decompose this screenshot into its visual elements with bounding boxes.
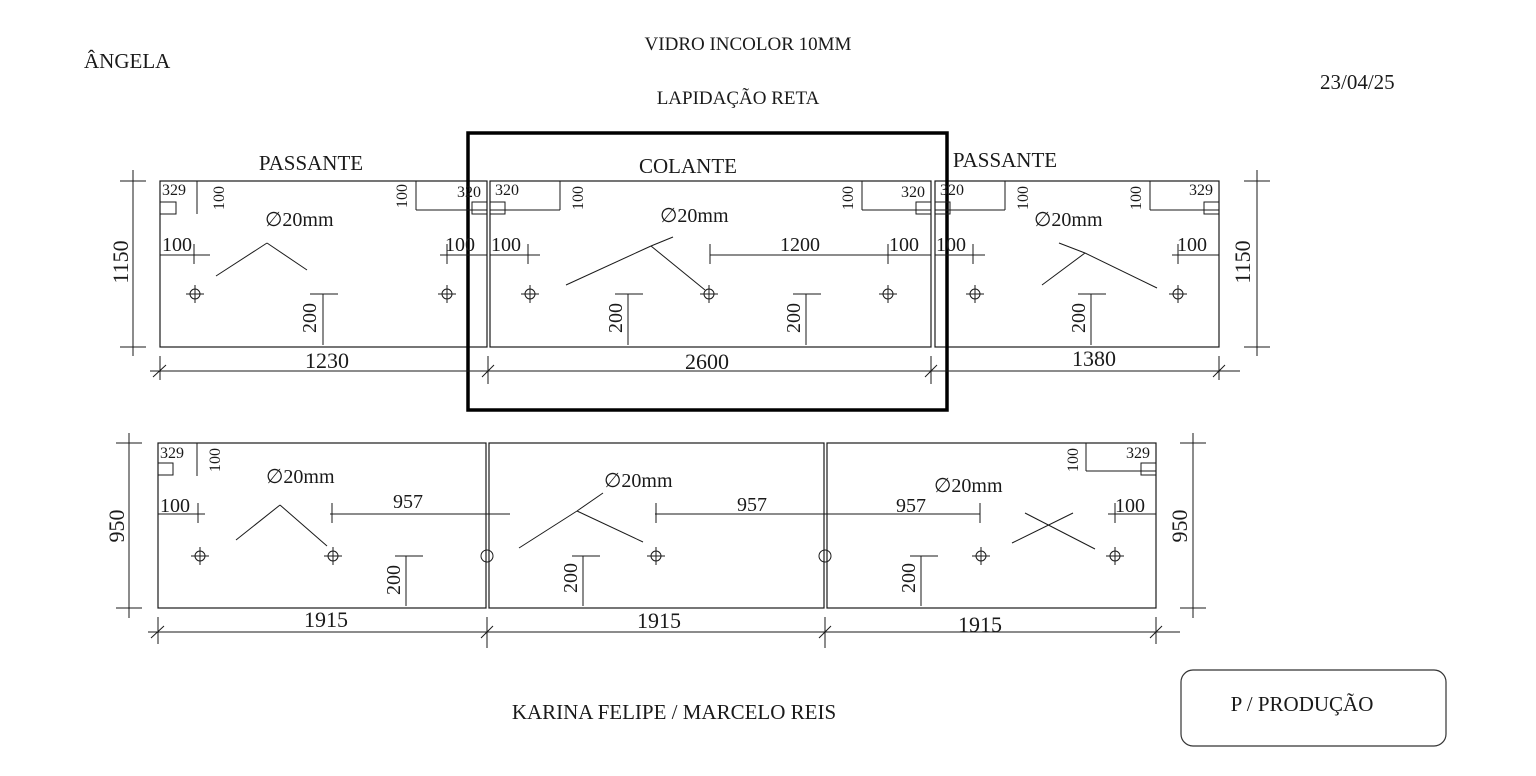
panel-details-passante-left bbox=[159, 181, 488, 345]
width-label-passante-right: 1380 bbox=[1072, 346, 1116, 371]
edge-label-b1: 100 bbox=[160, 495, 190, 517]
span-label-b1: 957 bbox=[393, 491, 423, 513]
edge-label-p2-right: 100 bbox=[889, 234, 919, 256]
panel-colante bbox=[489, 180, 932, 348]
edge-label-p3-left: 100 bbox=[936, 234, 966, 256]
hole-label-p3: ∅20mm bbox=[1034, 209, 1103, 231]
notch-label-p1-left: 100 bbox=[211, 186, 228, 210]
finish-spec: LAPIDAÇÃO RETA bbox=[657, 87, 820, 109]
hole-label-p1: ∅20mm bbox=[265, 209, 334, 231]
panel-details-colante bbox=[489, 181, 932, 345]
panel-details-passante-right bbox=[934, 181, 1220, 345]
panel-details-bottom-middle bbox=[486, 492, 824, 606]
notch-label-p1-right: 100 bbox=[394, 184, 411, 208]
client-name: ÂNGELA bbox=[84, 49, 171, 73]
span-label-b3: 957 bbox=[896, 495, 926, 517]
hinge-left bbox=[480, 549, 494, 563]
hole-marker-icon bbox=[185, 284, 205, 304]
hole-label-p2: ∅20mm bbox=[660, 205, 729, 227]
panel-bottom-left bbox=[157, 442, 487, 609]
hole-marker-icon bbox=[646, 546, 666, 566]
corner-label-b3: 329 bbox=[1126, 445, 1150, 462]
width-dimension-top bbox=[150, 356, 1240, 384]
width-label-bottom-left: 1915 bbox=[304, 607, 348, 632]
height-dimension-bottom-right bbox=[1180, 433, 1206, 618]
hole-marker-icon bbox=[323, 546, 343, 566]
hole-label-b2: ∅20mm bbox=[604, 470, 673, 492]
order-date: 23/04/25 bbox=[1320, 70, 1395, 94]
panel-passante-right bbox=[934, 180, 1220, 348]
height-label-bottom-left: 950 bbox=[104, 510, 129, 543]
span-label-p2: 1200 bbox=[780, 234, 820, 256]
span-label-b2: 957 bbox=[737, 494, 767, 516]
hole-marker-icon bbox=[1168, 284, 1188, 304]
hole-offset-p2-right: 200 bbox=[783, 303, 805, 333]
notch-label-b3: 100 bbox=[1065, 448, 1082, 472]
hole-marker-icon bbox=[965, 284, 985, 304]
corner-label-p1-right: 320 bbox=[457, 184, 481, 201]
panel-bottom-middle bbox=[488, 442, 825, 609]
hole-marker-icon bbox=[878, 284, 898, 304]
hole-offset-b3: 200 bbox=[898, 563, 920, 593]
hole-offset-b2: 200 bbox=[560, 563, 582, 593]
height-label-top-left: 1150 bbox=[108, 240, 133, 283]
hole-label-b3: ∅20mm bbox=[934, 475, 1003, 497]
highlight-frame-colante bbox=[466, 131, 949, 412]
hole-marker-icon bbox=[1105, 546, 1125, 566]
corner-label-b1: 329 bbox=[160, 445, 184, 462]
width-label-bottom-middle: 1915 bbox=[637, 608, 681, 633]
notch-label-p3-right: 100 bbox=[1128, 186, 1145, 210]
height-label-top-right: 1150 bbox=[1230, 240, 1255, 283]
panel-title-colante: COLANTE bbox=[639, 154, 737, 178]
height-label-bottom-right: 950 bbox=[1167, 510, 1192, 543]
panel-details-bottom-right bbox=[824, 443, 1157, 606]
height-dimension-bottom-left bbox=[116, 433, 142, 618]
corner-label-p3-left: 320 bbox=[940, 182, 964, 199]
edge-label-b3: 100 bbox=[1115, 495, 1145, 517]
hole-offset-b1: 200 bbox=[383, 565, 405, 595]
corner-label-p2-left: 320 bbox=[495, 182, 519, 199]
customer-names: KARINA FELIPE / MARCELO REIS bbox=[512, 700, 836, 724]
hole-label-b1: ∅20mm bbox=[266, 466, 335, 488]
panel-title-passante-left: PASSANTE bbox=[259, 151, 363, 175]
hole-offset-p2-left: 200 bbox=[605, 303, 627, 333]
width-dimension-bottom bbox=[148, 617, 1180, 648]
panel-details-bottom-left bbox=[157, 443, 486, 606]
notch-label-b1: 100 bbox=[207, 448, 224, 472]
notch-label-p3-left: 100 bbox=[1015, 186, 1032, 210]
height-dimension-top-left bbox=[120, 170, 146, 356]
edge-label-p1-left: 100 bbox=[162, 234, 192, 256]
width-label-bottom-right: 1915 bbox=[958, 612, 1002, 637]
hole-offset-p3: 200 bbox=[1068, 303, 1090, 333]
edge-label-p2-left: 100 bbox=[491, 234, 521, 256]
hole-offset-p1: 200 bbox=[299, 303, 321, 333]
width-label-passante-left: 1230 bbox=[305, 348, 349, 373]
corner-label-p2-right: 320 bbox=[901, 184, 925, 201]
edge-label-p1-right: 100 bbox=[445, 234, 475, 256]
hole-marker-icon bbox=[971, 546, 991, 566]
notch-label-p2-right: 100 bbox=[840, 186, 857, 210]
corner-label-p3-right: 329 bbox=[1189, 182, 1213, 199]
production-stamp: P / PRODUÇÃO bbox=[1231, 692, 1374, 716]
hole-marker-icon bbox=[437, 284, 457, 304]
corner-label-p1-left: 329 bbox=[162, 182, 186, 199]
hole-marker-icon bbox=[520, 284, 540, 304]
panel-bottom-right bbox=[826, 442, 1157, 609]
width-label-colante: 2600 bbox=[685, 349, 729, 374]
material-spec: VIDRO INCOLOR 10MM bbox=[645, 34, 852, 55]
production-stamp-box bbox=[1180, 669, 1447, 747]
edge-label-p3-right: 100 bbox=[1177, 234, 1207, 256]
hinge-right bbox=[818, 549, 832, 563]
height-dimension-top-right bbox=[1244, 170, 1270, 356]
notch-label-p2-left: 100 bbox=[570, 186, 587, 210]
panel-title-passante-right: PASSANTE bbox=[953, 148, 1057, 172]
hole-marker-icon bbox=[190, 546, 210, 566]
panel-passante-left bbox=[159, 180, 488, 348]
